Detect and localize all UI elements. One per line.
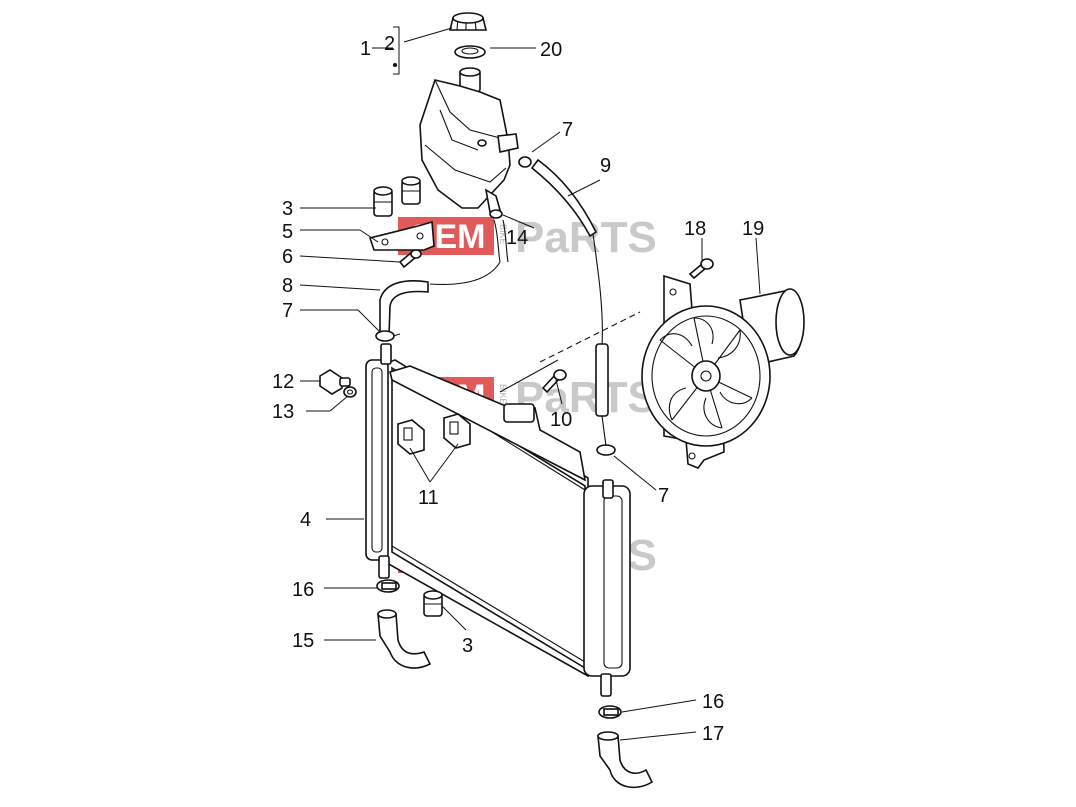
rubber-mount-pair bbox=[373, 176, 421, 217]
watermark-parts-text: PaRTS bbox=[515, 373, 657, 422]
callout-15: 15 bbox=[292, 630, 314, 652]
hose-9-lower bbox=[595, 343, 609, 417]
radiator-left-tank bbox=[365, 359, 389, 561]
callout-5: 5 bbox=[282, 221, 293, 243]
screw bbox=[398, 249, 422, 269]
callout-20: 20 bbox=[540, 39, 562, 61]
hose-9 bbox=[530, 158, 598, 238]
tank-cap-top bbox=[452, 12, 484, 24]
callout-19: 19 bbox=[742, 218, 764, 240]
tank-body bbox=[419, 79, 511, 209]
callout-17: 17 bbox=[702, 723, 724, 745]
hose-8-line bbox=[429, 261, 501, 285]
bolt bbox=[541, 369, 567, 394]
watermark-top: OEM BIKE PaRTS bbox=[398, 213, 657, 262]
radiator-right-tank bbox=[583, 485, 631, 677]
hose-clamp bbox=[518, 156, 532, 168]
callout-10: 10 bbox=[550, 409, 572, 431]
expansion-tank bbox=[419, 12, 519, 213]
sensor-washer bbox=[343, 386, 357, 398]
callout-3: 3 bbox=[462, 635, 473, 657]
callout-bracket bbox=[372, 26, 400, 75]
callout-11: 11 bbox=[418, 487, 439, 509]
callout-labels: 1 2 20 7 9 3 5 14 6 18 19 8 7 12 10 13 1… bbox=[272, 33, 764, 745]
hose-clamp bbox=[375, 330, 395, 342]
callout-2: 2 bbox=[384, 33, 395, 55]
callout-9: 9 bbox=[600, 155, 611, 177]
hose-clamp bbox=[596, 444, 616, 456]
callout-7: 7 bbox=[658, 485, 669, 507]
callout-16: 16 bbox=[702, 691, 724, 713]
hose-8 bbox=[379, 280, 429, 337]
tank-outlet-hose bbox=[493, 219, 509, 263]
callout-7: 7 bbox=[562, 119, 573, 141]
callout-16: 16 bbox=[292, 579, 314, 601]
callout-13: 13 bbox=[272, 401, 294, 423]
callout-3: 3 bbox=[282, 198, 293, 220]
callout-7: 7 bbox=[282, 300, 293, 322]
callout-14: 14 bbox=[506, 227, 528, 249]
fan-screw bbox=[688, 258, 714, 280]
hose-15 bbox=[377, 613, 432, 669]
callout-1: 1 bbox=[360, 38, 371, 60]
callout-6: 6 bbox=[282, 246, 293, 268]
leader-lines bbox=[299, 27, 761, 741]
callout-12: 12 bbox=[272, 371, 294, 393]
callout-4: 4 bbox=[300, 509, 311, 531]
watermark-bike-text: BIKE bbox=[498, 384, 508, 405]
hose-clamp bbox=[489, 209, 503, 219]
rubber-mount bbox=[423, 590, 443, 617]
callout-18: 18 bbox=[684, 218, 706, 240]
callout-8: 8 bbox=[282, 275, 293, 297]
watermark-bike-text: BIKE bbox=[498, 224, 508, 245]
temperature-sensor bbox=[319, 369, 351, 395]
hose-17 bbox=[597, 735, 654, 789]
radiator bbox=[365, 343, 631, 697]
clip-pair bbox=[397, 413, 471, 455]
mounting-bracket bbox=[368, 220, 435, 251]
cooling-fan bbox=[641, 274, 805, 469]
